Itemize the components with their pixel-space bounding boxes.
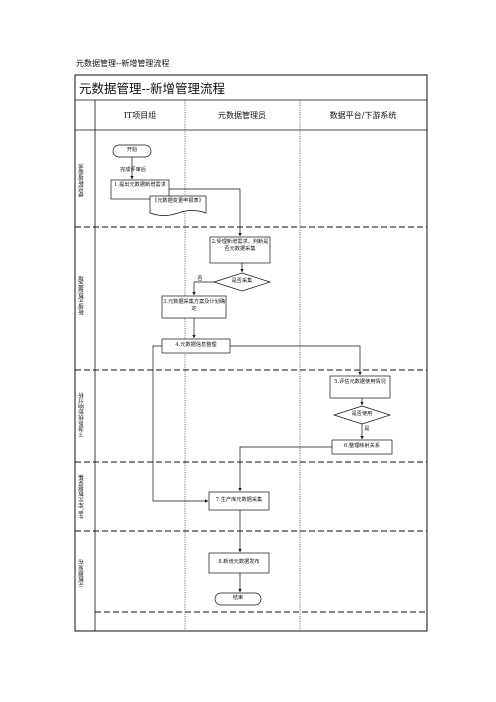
- decision1-label: 是否采集: [231, 278, 253, 284]
- table-frame: [74, 74, 428, 632]
- table-title: 元数据管理--新增管理流程: [79, 81, 225, 96]
- lane-label-impact-analysis: 下游系统影响分析: [79, 392, 85, 438]
- column-header-data-platform: 数据平台/下游系统: [329, 111, 397, 120]
- end-label: 结束: [232, 595, 244, 601]
- lane-label-collection: 生产库元数据采集: [79, 474, 85, 520]
- step7-box: [208, 491, 270, 511]
- branch-no-label: 否: [197, 276, 203, 282]
- end-terminator: [214, 592, 262, 606]
- step3-label: 3.元数据采集方案及计划确定: [163, 299, 226, 312]
- eval-done-label: 完成评审后: [120, 167, 146, 173]
- step6-label: 6.整理映射关系: [343, 443, 381, 449]
- document-title: 元数据管理--新增管理流程: [76, 59, 170, 68]
- step8-box: [208, 552, 270, 574]
- lane-label-publish: 元数据发布: [79, 559, 85, 587]
- step2-box: [209, 236, 271, 264]
- document-label: 《元数据变更申报表》: [152, 198, 204, 204]
- decision1-to-step3-connector: [192, 281, 214, 296]
- step5-label: 5.评估元数据使用情况: [334, 379, 386, 385]
- branch-yes-label: 是: [364, 426, 370, 432]
- step4-to-step7-connector: [152, 345, 209, 503]
- decision2-label: 是否使用: [351, 411, 373, 417]
- step5-box: [329, 375, 391, 399]
- column-header-it-team: IT项目组: [123, 111, 157, 120]
- start-label: 开始: [126, 147, 138, 153]
- document-shape: [149, 195, 207, 216]
- lane-label-accept: 新增元数据受理: [79, 275, 85, 315]
- step1-box: [110, 179, 170, 200]
- lane-label-request: 提出新增需求: [79, 163, 85, 197]
- step4-to-step5-connector: [230, 345, 362, 376]
- column-header-metadata-admin: 元数据管理员: [218, 111, 266, 120]
- step2-label: 2.受理新增需求，判断是否元数据采集: [211, 239, 269, 252]
- step7-label: 7.生产库元数据采集: [215, 497, 263, 503]
- step8-label: 8.新增元数据发布: [218, 559, 260, 565]
- step1-to-step2-connector: [169, 188, 242, 237]
- step1-label: 1.提出元数据新增需求: [114, 182, 166, 188]
- decision1-diamond: [212, 272, 272, 292]
- step4-label: 4.元数据信息整理: [175, 342, 217, 348]
- step6-to-step7-connector: [238, 446, 332, 492]
